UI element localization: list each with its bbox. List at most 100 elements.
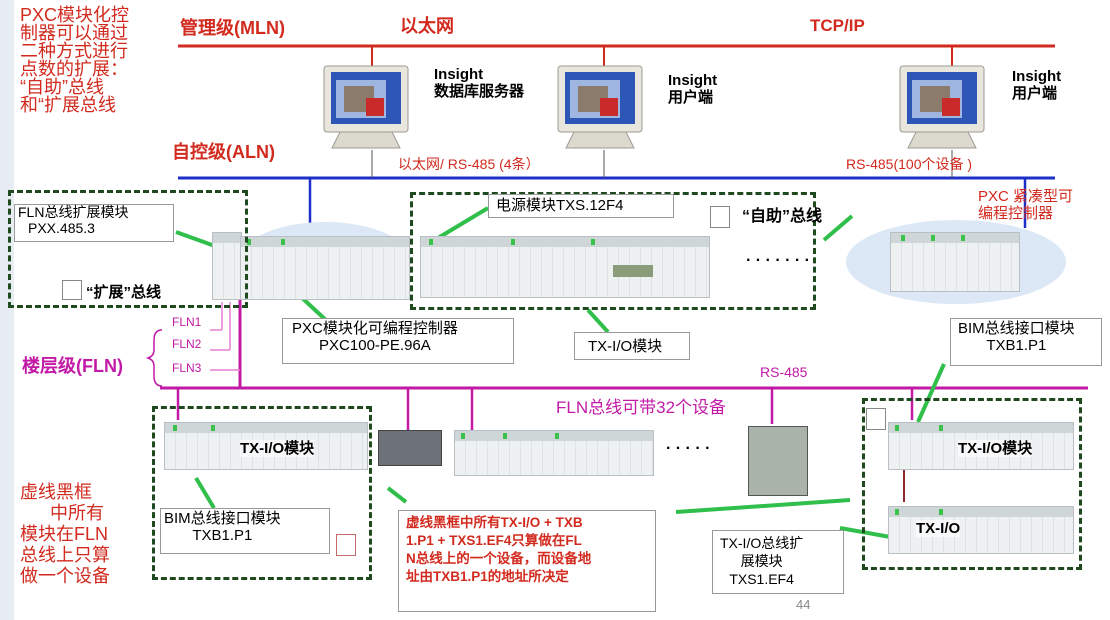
- side-note-line: 点数的扩展：: [20, 59, 128, 79]
- workstation-title: Insight: [434, 66, 484, 83]
- txs1-label: TX-I/O总线扩 展模块 TXS1.EF4: [720, 534, 803, 588]
- bim-left-line: TXB1.P1: [192, 527, 253, 545]
- mln-level-label: 管理级(MLN): [180, 18, 285, 38]
- workstation-title: Insight: [668, 72, 718, 89]
- aln-level-label: 自控级(ALN): [172, 142, 275, 162]
- workstation-subtitle: 用户端: [668, 89, 714, 107]
- side-note-line: 总线上只算: [20, 545, 110, 565]
- side-note-line: 做一个设备: [20, 566, 110, 586]
- self-bus-label: “自助”总线: [742, 208, 823, 225]
- pxc-modular-line: PXC模块化可编程控制器: [292, 320, 458, 337]
- dashed-group-self-bus: [410, 192, 816, 310]
- txio-module-label: TX-I/O模块: [588, 338, 663, 355]
- ethernet-label: 以太网: [400, 16, 454, 36]
- txio-device-right-1: [888, 422, 1074, 470]
- red-note-line: N总线上的一个设备，而设备地: [406, 551, 592, 566]
- monitor-icon: [322, 64, 422, 152]
- callout-note-left: [386, 486, 408, 504]
- pxc-modular-label: PXC模块化可编程控制器 PXC100-PE.96A: [292, 320, 458, 355]
- small-controller-device: [378, 430, 442, 466]
- fln32-label: FLN总线可带32个设备: [556, 398, 727, 417]
- callout-txs1: [839, 526, 897, 540]
- workstation-title: Insight: [1012, 68, 1062, 85]
- side-note-bottom: 虚线黑框 中所有 模块在FLN 总线上只算 做一个设备: [20, 482, 110, 587]
- bim-top-line: TXB1.P1: [986, 337, 1047, 355]
- red-note-box: [398, 510, 656, 612]
- power-module-label: 电源模块TXS.12F4: [496, 197, 624, 214]
- side-note-top: PXC模块化控 制器可以通过 二种方式进行 点数的扩展： “自助”总线 和“扩展…: [20, 6, 129, 114]
- fln-level-label: 楼层级(FLN): [22, 356, 123, 376]
- monitor-icon: [898, 64, 998, 152]
- workstation-subtitle: 数据库服务器: [434, 83, 525, 101]
- bim-left-box: [160, 508, 330, 554]
- expansion-bus-label: “扩展”总线: [86, 284, 162, 301]
- compact-controller-line: 编程控制器: [978, 205, 1054, 223]
- rs485-fln-label: RS-485: [760, 364, 808, 380]
- txio-device-row: [420, 236, 710, 298]
- ellipsis-top: · · · · · · ·: [746, 252, 810, 269]
- compact-controller-label: PXC 紧凑型可 编程控制器: [978, 188, 1073, 223]
- dashed-group-expansion: [8, 190, 248, 308]
- side-note-line: PXC模块化控: [20, 5, 130, 25]
- fln-expansion-device: [212, 232, 242, 300]
- side-note-line: 模块在FLN: [20, 524, 109, 544]
- workstation-label: Insight 用户端: [668, 72, 717, 107]
- side-note-line: 虚线黑框: [20, 482, 92, 502]
- txs1-box: [712, 530, 844, 594]
- page-number: 44: [796, 597, 811, 612]
- bim-left-label: BIM总线接口模块 TXB1.P1: [164, 510, 281, 545]
- power-module-box: [488, 194, 674, 218]
- checkbox-square: [866, 408, 886, 430]
- fln-brace: [145, 329, 163, 387]
- checkbox-square: [336, 534, 356, 556]
- fln-expansion-line: PXX.485.3: [28, 220, 95, 237]
- fln-expansion-label: FLN总线扩展模块 PXX.485.3: [18, 204, 128, 236]
- callout-bim-top: [916, 363, 946, 423]
- panel-device: [748, 426, 808, 496]
- callout-note-right: [675, 498, 851, 514]
- side-note-line: 二种方式进行: [20, 41, 128, 61]
- red-note-line: 1.P1 + TXS1.EF4只算做在FL: [406, 533, 582, 548]
- fln-expansion-line: FLN总线扩展模块: [18, 204, 129, 220]
- right-group-label-1: TX-I/O模块: [958, 440, 1033, 458]
- side-note-line: “自助”总线: [20, 77, 104, 97]
- callout-aln-fln: [822, 214, 854, 242]
- callout-pxc: [298, 294, 330, 324]
- side-note-line: 和“扩展总线: [20, 95, 116, 115]
- dashed-group-right: [862, 398, 1082, 570]
- display-window: [613, 265, 653, 277]
- fln-line-label: FLN2: [172, 337, 202, 351]
- workstation-label: Insight 用户端: [1012, 68, 1061, 103]
- callout-txio: [586, 308, 610, 334]
- side-note-line: 制器可以通过: [20, 23, 128, 43]
- callout-bim-left: [194, 476, 216, 510]
- bim-top-box: [950, 318, 1102, 366]
- compact-controller-device: [890, 232, 1020, 292]
- side-note-line: 中所有: [50, 503, 104, 523]
- txio-device-middle: [454, 430, 654, 476]
- checkbox-square: [62, 280, 82, 300]
- bim-left-line: BIM总线接口模块: [164, 510, 281, 527]
- red-note-line: 址由TXB1.P1的地址所决定: [406, 569, 569, 584]
- txs1-line: TX-I/O总线扩: [720, 535, 804, 551]
- red-note-line: 虚线黑框中所有TX-I/O + TXB: [406, 515, 583, 530]
- pxc-modular-box: [282, 318, 514, 364]
- tcpip-label: TCP/IP: [810, 16, 865, 35]
- ellipsis-mid: · · · · ·: [666, 440, 711, 457]
- compact-controller-line: PXC 紧凑型可: [978, 188, 1074, 205]
- aln-rs485-100: RS-485(100个设备 ): [846, 156, 973, 172]
- checkbox-square: [710, 206, 730, 228]
- pxc-modular-line: PXC100-PE.96A: [319, 337, 431, 355]
- left-group-label: TX-I/O模块: [240, 440, 315, 458]
- right-group-label-2: TX-I/O: [916, 520, 961, 538]
- fln-expansion-label-box: [14, 204, 174, 242]
- txs1-line: 展模块: [740, 553, 783, 569]
- bim-top-label: BIM总线接口模块 TXB1.P1: [958, 320, 1075, 355]
- fln-line-label: FLN1: [172, 315, 202, 329]
- workstation-subtitle: 用户端: [1012, 85, 1058, 103]
- monitor-icon: [556, 64, 656, 152]
- txs1-line: TXS1.EF4: [729, 571, 794, 587]
- pxc-controller-device: [240, 236, 410, 300]
- dashed-group-left: [152, 406, 372, 580]
